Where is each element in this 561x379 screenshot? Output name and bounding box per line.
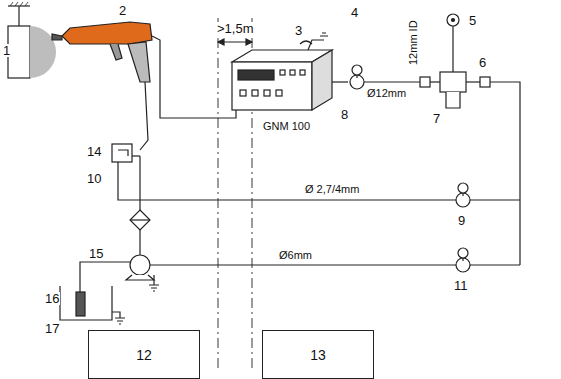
callout-number: 10 xyxy=(86,172,102,185)
callout-number: 1 xyxy=(2,44,11,57)
callout-number: 3 xyxy=(294,24,303,37)
zone-box: 13 xyxy=(262,330,374,379)
callout-number: 11 xyxy=(453,279,469,292)
callout-number: 17 xyxy=(44,322,60,335)
callout-number: 6 xyxy=(478,56,487,69)
zone-number: 13 xyxy=(310,347,326,363)
dimension-label: Ø 2,7/4mm xyxy=(304,184,360,195)
callout-number: 8 xyxy=(340,108,349,121)
callout-number: 5 xyxy=(468,14,477,27)
dimension-label: GNM 100 xyxy=(262,121,311,132)
callout-number: 16 xyxy=(44,292,60,305)
callout-number: 7 xyxy=(432,112,441,125)
callout-number: 9 xyxy=(457,214,466,227)
callout-number: 14 xyxy=(86,145,102,158)
callout-number: 2 xyxy=(118,4,127,17)
zone-number: 12 xyxy=(136,347,152,363)
dimension-label: >1,5m xyxy=(216,22,255,35)
dimension-label: Ø12mm xyxy=(366,88,407,99)
dimension-label: 12mm ID xyxy=(408,19,419,66)
callout-number: 15 xyxy=(88,247,104,260)
callout-number: 4 xyxy=(350,6,359,19)
dimension-label: Ø6mm xyxy=(278,250,313,261)
zone-box: 12 xyxy=(88,330,200,379)
